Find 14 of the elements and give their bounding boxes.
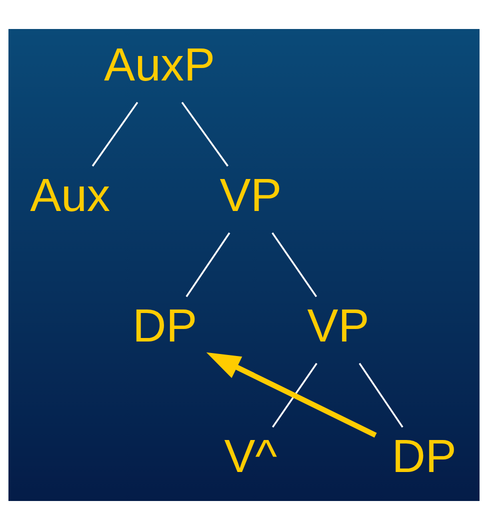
node-text: V^: [224, 430, 278, 482]
node-text: VP: [220, 169, 282, 222]
connector: [358, 362, 404, 428]
arrow: [206, 352, 377, 438]
node-text: VP: [307, 300, 370, 352]
connector: [272, 232, 318, 298]
node-text: DP: [132, 300, 198, 352]
connector: [272, 362, 318, 428]
node-text: Aux: [30, 169, 110, 222]
connector: [92, 102, 138, 167]
connector: [181, 102, 229, 167]
node-text: AuxP: [104, 38, 216, 90]
connector: [186, 232, 230, 298]
node-text: DP: [392, 430, 456, 482]
